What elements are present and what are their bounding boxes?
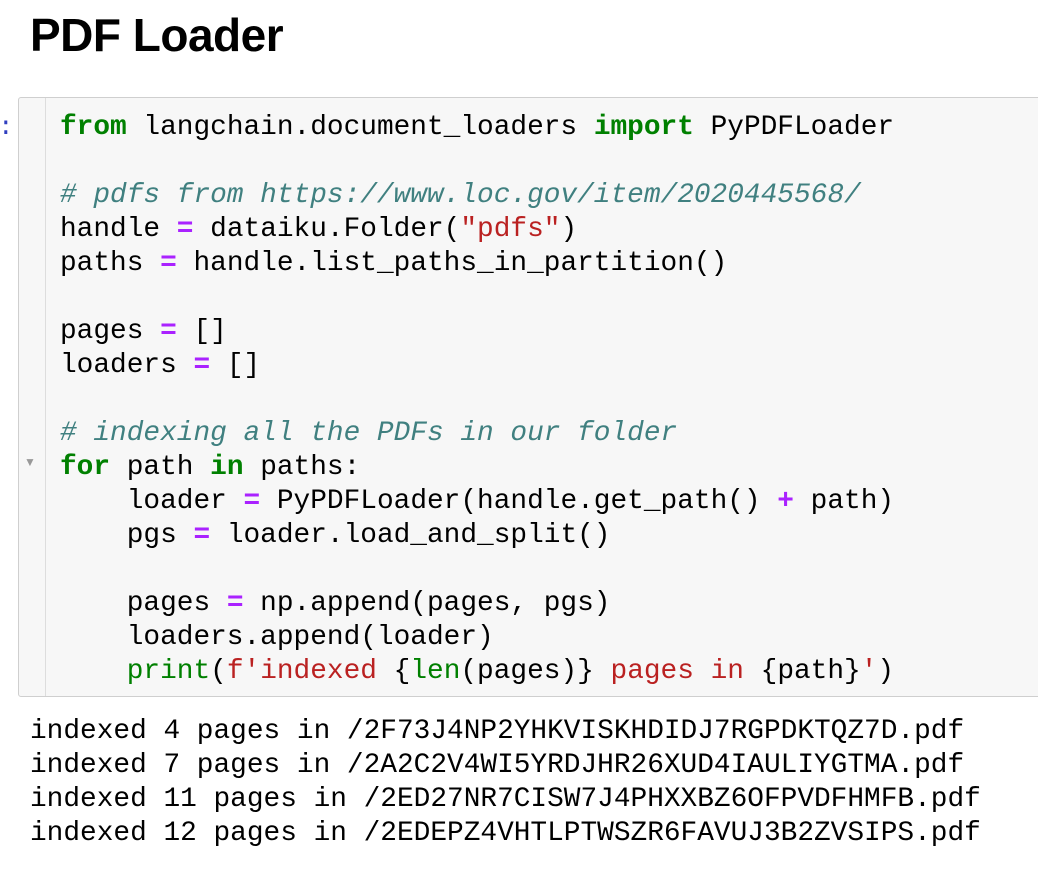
code-token: path)	[793, 486, 895, 517]
code-token: )	[877, 656, 895, 687]
code-token: {	[393, 656, 411, 687]
code-line: # indexing all the PDFs in our folder	[60, 417, 894, 451]
code-line: pages = np.append(pages, pgs)	[60, 587, 894, 621]
code-token: =	[226, 588, 244, 619]
code-token: handle	[60, 214, 177, 245]
code-token: =	[193, 520, 211, 551]
code-token: []	[210, 350, 261, 381]
output-line: indexed 12 pages in /2EDEPZ4VHTLPTWSZR6F…	[30, 818, 981, 849]
code-token: PyPDFLoader(handle.get_path()	[260, 486, 778, 517]
code-line: for path in paths:	[60, 451, 894, 485]
code-token: handle.list_paths_in_partition()	[176, 248, 728, 279]
code-token: pages in	[593, 656, 761, 687]
code-token: loader.load_and_split()	[210, 520, 611, 551]
code-token: []	[176, 316, 227, 347]
code-token: # indexing all the PDFs in our folder	[60, 418, 678, 449]
code-token: in	[210, 452, 244, 483]
code-token: pages	[60, 316, 161, 347]
code-token: =	[160, 316, 177, 347]
code-line	[60, 281, 894, 315]
output-line: indexed 4 pages in /2F73J4NP2YHKVISKHDID…	[30, 716, 965, 747]
code-token: (pages)}	[460, 656, 594, 687]
code-token: (	[210, 656, 227, 687]
code-line: loaders = []	[60, 349, 894, 383]
code-token: np.append(pages, pgs)	[243, 588, 611, 619]
code-line: pages = []	[60, 315, 894, 349]
code-line: # pdfs from https://www.loc.gov/item/202…	[60, 179, 894, 213]
code-token: for	[60, 452, 111, 483]
code-line	[60, 383, 894, 417]
code-token: )	[560, 214, 578, 245]
code-line: loader = PyPDFLoader(handle.get_path() +…	[60, 485, 894, 519]
code-token	[60, 656, 127, 687]
code-token: '	[860, 656, 878, 687]
code-token: print	[126, 656, 211, 687]
code-token: {path}	[760, 656, 861, 687]
code-line: paths = handle.list_paths_in_partition()	[60, 247, 894, 281]
cell-prompt: :	[0, 112, 14, 142]
code-token: =	[176, 214, 194, 245]
code-line: loaders.append(loader)	[60, 621, 894, 655]
code-token: pages	[60, 588, 227, 619]
code-token: f'indexed	[226, 656, 394, 687]
code-cell[interactable]: ▼ from langchain.document_loaders import…	[18, 97, 1038, 697]
page-title: PDF Loader	[30, 9, 284, 61]
code-token: =	[193, 350, 211, 381]
code-token: path	[110, 452, 211, 483]
fold-triangle-icon[interactable]: ▼	[24, 455, 36, 469]
code-token: # pdfs from https://www.loc.gov/item/202…	[60, 180, 861, 211]
cell-output: indexed 4 pages in /2F73J4NP2YHKVISKHDID…	[30, 715, 981, 851]
code-token: loaders.append(loader)	[60, 622, 494, 653]
code-token: loader	[60, 486, 244, 517]
code-token: from	[60, 112, 127, 143]
code-line	[60, 145, 894, 179]
output-line: indexed 7 pages in /2A2C2V4WI5YRDJHR26XU…	[30, 750, 965, 781]
output-line: indexed 11 pages in /2ED27NR7CISW7J4PHXX…	[30, 784, 981, 815]
code-token: dataiku.Folder(	[193, 214, 461, 245]
code-token: langchain.document_loaders	[126, 112, 594, 143]
code-token: len	[410, 656, 461, 687]
code-token: =	[160, 248, 177, 279]
code-token: +	[777, 486, 794, 517]
code-token: pgs	[60, 520, 194, 551]
code-token: paths	[60, 248, 161, 279]
code-token: import	[593, 112, 694, 143]
code-line	[60, 553, 894, 587]
code-line: print(f'indexed {len(pages)} pages in {p…	[60, 655, 894, 689]
code-token: paths:	[243, 452, 361, 483]
code-line: pgs = loader.load_and_split()	[60, 519, 894, 553]
code-token: loaders	[60, 350, 194, 381]
code-token: PyPDFLoader	[693, 112, 895, 143]
code-editor[interactable]: from langchain.document_loaders import P…	[60, 111, 894, 689]
code-token: =	[243, 486, 261, 517]
cell-gutter	[45, 98, 46, 696]
code-token: "pdfs"	[460, 214, 561, 245]
code-line: handle = dataiku.Folder("pdfs")	[60, 213, 894, 247]
code-line: from langchain.document_loaders import P…	[60, 111, 894, 145]
